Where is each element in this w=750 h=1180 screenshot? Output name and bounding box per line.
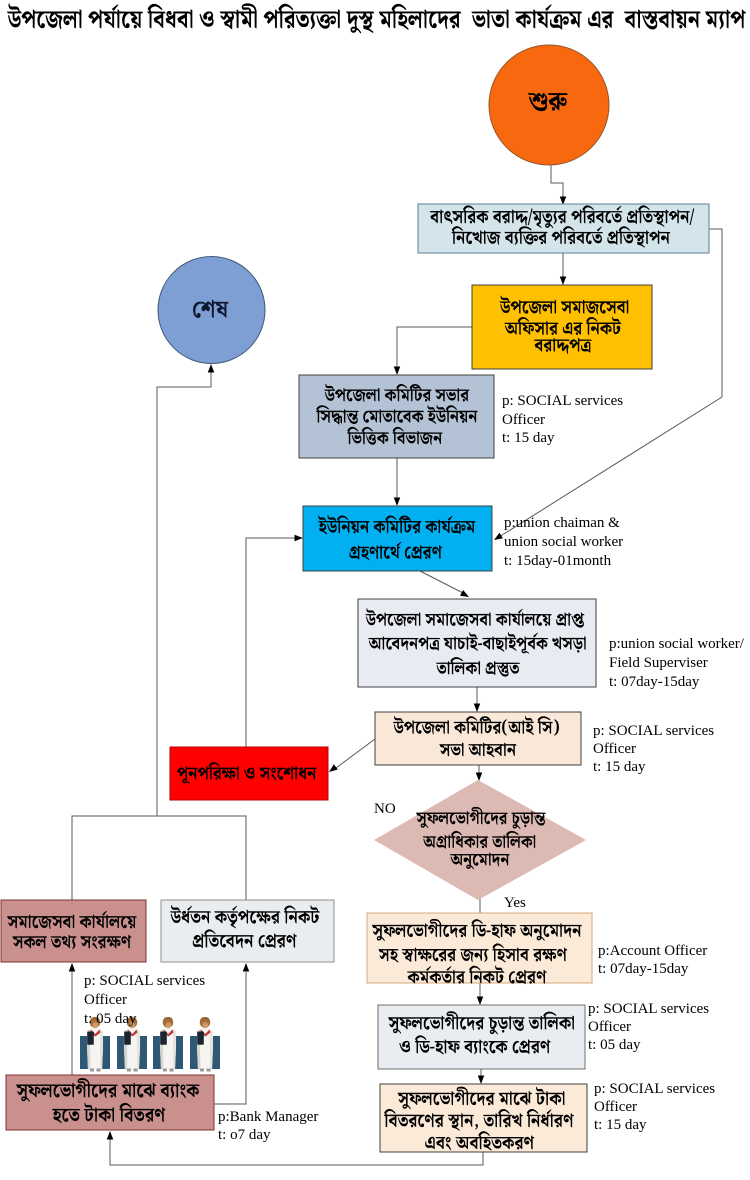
svg-text:Officer: Officer bbox=[502, 412, 545, 428]
svg-text:p: SOCIAL services: p: SOCIAL services bbox=[588, 1001, 709, 1017]
svg-text:union social worker: union social worker bbox=[504, 534, 623, 550]
svg-text:p:Account Officer: p:Account Officer bbox=[598, 943, 707, 959]
svg-text:t: 07day-15day: t: 07day-15day bbox=[609, 674, 700, 690]
svg-text:t: 15 day: t: 15 day bbox=[502, 430, 555, 446]
svg-text:p:union social worker/: p:union social worker/ bbox=[609, 636, 745, 652]
svg-text:p: SOCIAL services: p: SOCIAL services bbox=[593, 723, 714, 739]
svg-text:Officer: Officer bbox=[594, 1099, 637, 1115]
svg-text:t: 15day-01month: t: 15day-01month bbox=[504, 553, 612, 569]
svg-text:t: 05 day: t: 05 day bbox=[84, 1011, 137, 1027]
svg-text:t: 07day-15day: t: 07day-15day bbox=[598, 961, 689, 977]
svg-text:p:Bank Manager: p:Bank Manager bbox=[218, 1109, 318, 1125]
svg-text:Yes: Yes bbox=[504, 895, 526, 911]
svg-text:p:union chaiman &: p:union chaiman & bbox=[504, 515, 620, 531]
svg-text:p: SOCIAL services: p: SOCIAL services bbox=[594, 1081, 715, 1097]
svg-text:p: SOCIAL services: p: SOCIAL services bbox=[84, 973, 205, 989]
svg-text:Officer: Officer bbox=[84, 992, 127, 1008]
svg-text:t: 05 day: t: 05 day bbox=[588, 1037, 641, 1053]
svg-text:p: SOCIAL services: p: SOCIAL services bbox=[502, 393, 623, 409]
svg-text:NO: NO bbox=[374, 801, 396, 817]
svg-text:Field Superviser: Field Superviser bbox=[609, 655, 708, 671]
svg-text:t: 15 day: t: 15 day bbox=[594, 1117, 647, 1133]
svg-text:t: 15 day: t: 15 day bbox=[593, 759, 646, 775]
svg-text:Officer: Officer bbox=[593, 741, 636, 757]
svg-text:Officer: Officer bbox=[588, 1019, 631, 1035]
svg-text:t: o7 day: t: o7 day bbox=[218, 1127, 271, 1143]
